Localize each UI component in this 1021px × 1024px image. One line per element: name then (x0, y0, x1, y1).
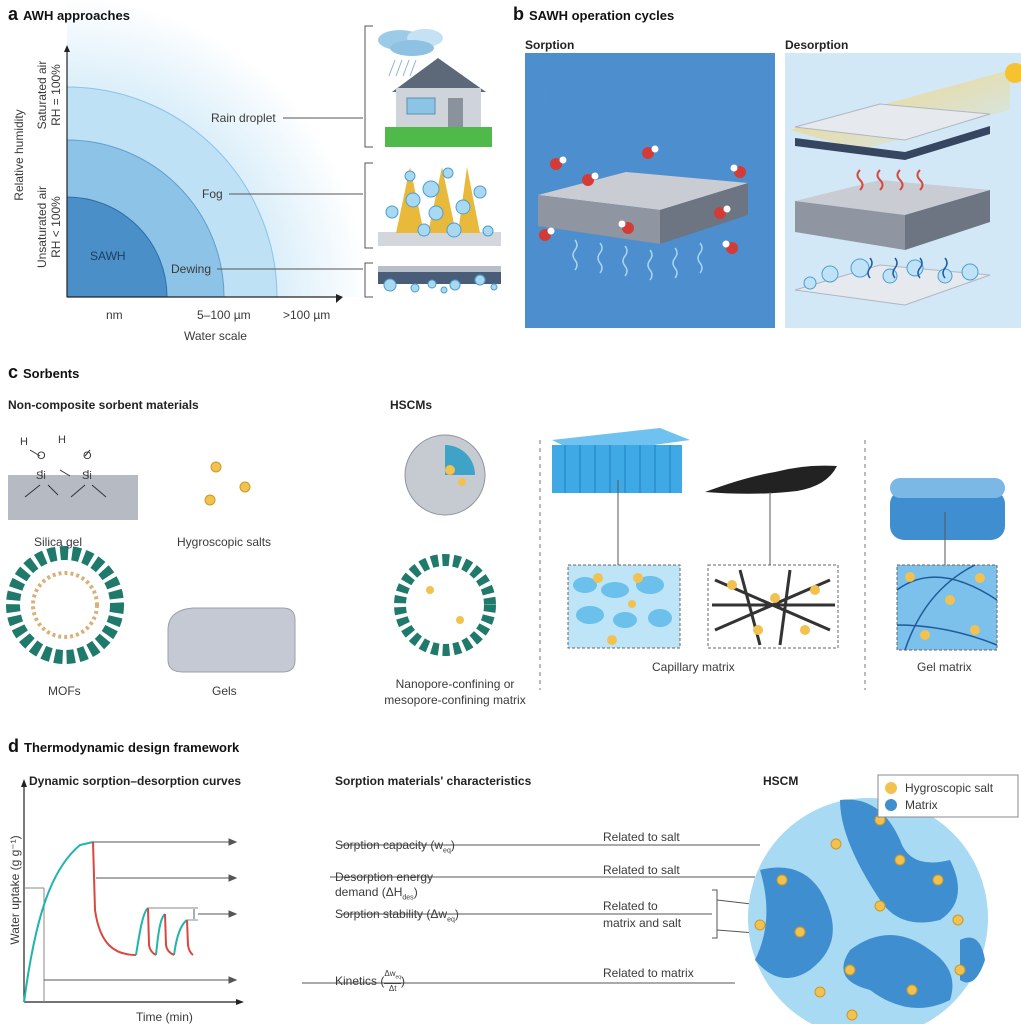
awh-quadrant-chart (64, 0, 373, 303)
sun-icon (1005, 63, 1021, 83)
relation-capacity: Related to salt (603, 830, 680, 844)
gels-label: Gels (212, 684, 237, 698)
atom-h: H (20, 436, 28, 448)
y-axis-label: Relative humidity (12, 109, 26, 201)
silica-gel-label: Silica gel (34, 535, 83, 549)
legend-salt-label: Hygroscopic salt (905, 781, 994, 795)
mof-illustration (6, 546, 124, 664)
dewing-surface-illustration (378, 266, 501, 294)
sawh-region (66, 196, 168, 298)
cycle-sorption-curves (135, 907, 188, 956)
curves-title: Dynamic sorption–desorption curves (29, 774, 242, 788)
atom-si-2: Si (82, 470, 92, 482)
hscms-heading: HSCMs (390, 398, 433, 412)
capillary-matrix-label: Capillary matrix (652, 660, 735, 674)
silica-gel-illustration (8, 449, 138, 520)
relation-desorption: Related to salt (603, 863, 680, 877)
relation-kinetics: Related to matrix (603, 966, 694, 980)
sorption-label: Sorption (525, 38, 575, 52)
hscm-title: HSCM (763, 774, 799, 788)
sorption-curve (23, 841, 94, 1003)
sorption-scene (525, 53, 775, 328)
water-uptake-axis-label: Water uptake (g g⁻¹) (8, 835, 22, 945)
capillary-block-illustration (552, 428, 690, 649)
non-composite-heading: Non-composite sorbent materials (8, 398, 199, 412)
nanopore-sphere-illustration (394, 434, 496, 656)
sawh-label: SAWH (90, 249, 126, 263)
salt-legend-icon (885, 782, 897, 794)
desorption-scene (785, 53, 1021, 328)
rain-droplet-label: Rain droplet (211, 111, 276, 125)
hscm-circle-illustration (748, 798, 988, 1024)
characteristics-title: Sorption materials' characteristics (335, 774, 532, 788)
gel-matrix-illustration (890, 478, 1005, 651)
x-tick-nm: nm (106, 308, 123, 322)
legend-matrix-label: Matrix (905, 798, 938, 812)
sorption-stability-label: Sorption stability (Δweq) (335, 907, 459, 924)
atom-o: O (37, 450, 46, 462)
gel-block-illustration (167, 607, 296, 673)
atom-o-2: O (83, 450, 92, 462)
cycle-desorption-curves (147, 907, 194, 956)
mofs-label: MOFs (48, 684, 81, 698)
time-axis-label: Time (min) (136, 1010, 193, 1024)
water-molecules (539, 145, 746, 254)
hygroscopic-salt-particles (204, 461, 251, 506)
atom-si: Si (36, 470, 46, 482)
matrix-legend-icon (885, 799, 897, 811)
dewing-label: Dewing (171, 262, 212, 276)
sorption-capacity-label: Sorption capacity (weq) (335, 838, 455, 855)
x-tick-5-100um: 5–100 µm (197, 308, 251, 322)
x-axis-label: Water scale (184, 329, 247, 343)
x-tick-100um: >100 µm (283, 308, 331, 322)
fog-cones-illustration (378, 167, 501, 246)
desorption-curve (92, 841, 137, 956)
fog-label: Fog (202, 187, 223, 201)
carbon-sheet-illustration (705, 465, 839, 649)
house-rain-illustration (378, 29, 492, 147)
hygroscopic-salts-label: Hygroscopic salts (177, 535, 272, 549)
gel-matrix-label: Gel matrix (917, 660, 972, 674)
sorption-desorption-curves (21, 779, 244, 1005)
desorption-label: Desorption (785, 38, 849, 52)
hscm-legend (877, 774, 1019, 818)
atom-h-2: H (58, 434, 66, 446)
